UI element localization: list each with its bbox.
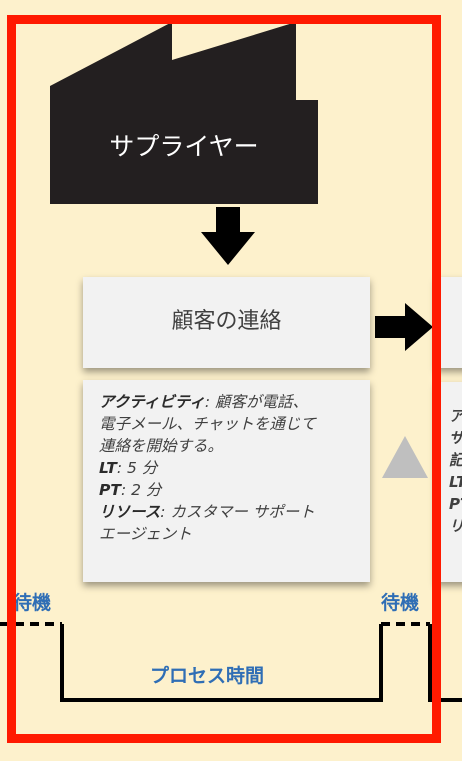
inventory-triangle-icon xyxy=(382,436,428,478)
next-info-line: 記 xyxy=(449,449,462,471)
wait-label-right: 待機 xyxy=(381,592,420,614)
resource-line-2: エージェント xyxy=(99,525,192,543)
next-info-line: サ xyxy=(449,427,462,449)
arrow-down-icon xyxy=(201,207,255,265)
highlight-frame xyxy=(7,15,441,743)
next-info-line: ア xyxy=(449,405,462,427)
pt-label: PT xyxy=(99,481,121,499)
arrow-right-icon xyxy=(375,303,433,351)
next-info-line: LT xyxy=(449,473,462,491)
activity-line-2: 電子メール、チャットを通じて xyxy=(99,415,316,433)
next-info-line: リ xyxy=(449,515,462,537)
pt-line: PT: 2 分 xyxy=(99,479,361,501)
lt-value: : 5 分 xyxy=(116,459,158,477)
activity-line: アクティビティ: 顧客が電話、 xyxy=(99,391,361,413)
activity-line-3: 連絡を開始する。 xyxy=(99,437,224,455)
info-box xyxy=(83,380,370,582)
activity-text: : 顧客が電話、 xyxy=(204,393,309,411)
info-text: アクティビティ: 顧客が電話、 電子メール、チャットを通じて 連絡を開始する。 … xyxy=(99,391,361,545)
lt-label: LT xyxy=(99,459,117,477)
timeline-line xyxy=(0,622,462,702)
activity-label: アクティビティ xyxy=(99,393,205,411)
next-info-line: PT xyxy=(449,495,462,513)
process-box[interactable] xyxy=(83,277,370,368)
lt-line: LT: 5 分 xyxy=(99,457,361,479)
resource-label: リソース xyxy=(99,503,161,521)
next-info-text: ア サ 記 LT PT リ xyxy=(449,405,462,537)
pt-value: : 2 分 xyxy=(120,481,162,499)
process-title: 顧客の連絡 xyxy=(171,309,282,334)
factory-icon xyxy=(50,22,318,204)
supplier-label: サプライヤー xyxy=(109,132,259,161)
resource-line: リソース: カスタマー サポート xyxy=(99,501,361,523)
wait-label-left: 待機 xyxy=(13,592,52,614)
resource-text: : カスタマー サポート xyxy=(160,503,315,521)
process-time-label: プロセス時間 xyxy=(150,665,265,687)
